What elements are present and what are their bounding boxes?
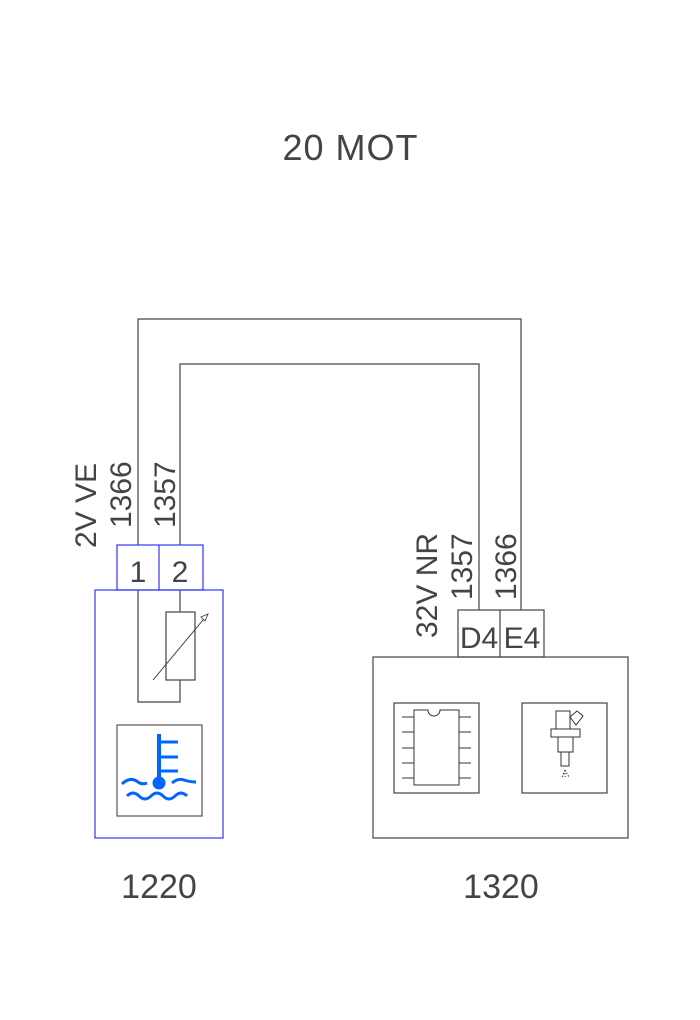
left-connector-label: 2V VE	[70, 463, 103, 548]
pin-e4: E4	[504, 622, 541, 655]
wire-1366	[137, 318, 522, 610]
right-wire-label-1: 1357	[446, 533, 479, 600]
fuel-injector-icon	[550, 710, 584, 778]
diagram-title: 20 MOT	[283, 127, 418, 168]
pin-2: 2	[172, 556, 189, 589]
thermistor-icon	[165, 611, 196, 681]
component-1320	[372, 656, 629, 839]
coolant-temperature-icon	[120, 734, 197, 801]
right-connector-label: 32V NR	[411, 533, 444, 638]
component-id-1220: 1220	[121, 868, 197, 906]
left-wire-label-1: 1366	[105, 461, 138, 528]
pin-1: 1	[130, 556, 147, 589]
wire-1357	[179, 363, 480, 610]
left-connector: 1 2	[116, 544, 204, 591]
right-wire-label-2: 1366	[490, 533, 523, 600]
ecu-chip-icon	[402, 709, 471, 786]
right-connector: D4 E4	[457, 609, 545, 658]
left-wire-label-2: 1357	[149, 461, 182, 528]
component-1220	[94, 589, 224, 839]
pin-d4: D4	[460, 622, 498, 655]
component-id-1320: 1320	[463, 868, 539, 906]
